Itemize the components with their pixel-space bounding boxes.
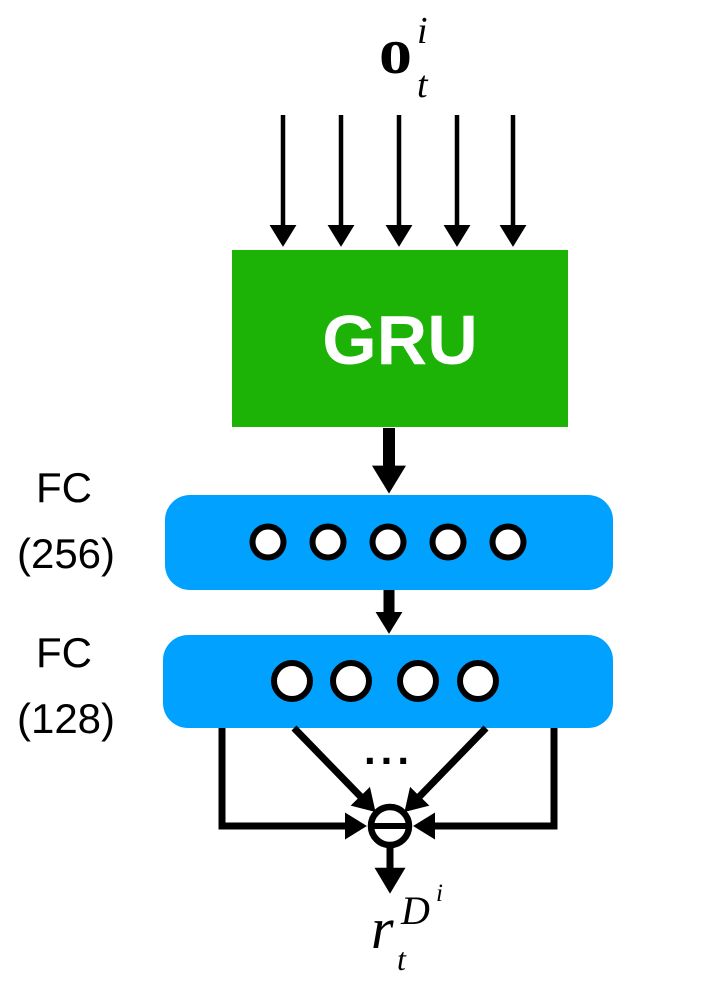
fc2-neuron	[457, 660, 499, 702]
left-diagonal-arrow	[291, 725, 376, 812]
gru-box	[232, 250, 568, 427]
fc2-block	[163, 635, 613, 728]
fan-in-arrows	[218, 725, 558, 840]
gru-label: GRU	[322, 301, 478, 379]
fc2-side-label: FC (128)	[17, 629, 115, 742]
output-symbol-superscript-exponent: i	[436, 880, 443, 907]
output-symbol: r D i t	[371, 880, 443, 977]
fc2-neuron	[271, 660, 313, 702]
fc2-box	[163, 635, 613, 728]
fc2-units-label: (128)	[17, 695, 115, 742]
fc1-units-label: (256)	[17, 530, 115, 577]
gru-block: GRU	[232, 250, 568, 427]
right-outer-collector-arrow	[413, 728, 558, 840]
input-symbol: o i t	[379, 10, 429, 106]
output-symbol-superscript-base: D	[400, 888, 430, 933]
ellipsis-label: ...	[364, 726, 414, 773]
minus-node	[367, 803, 413, 849]
fc1-name-label: FC	[36, 464, 92, 511]
fc1-neuron	[429, 523, 467, 561]
fc1-neuron	[489, 523, 527, 561]
input-arrows	[269, 115, 527, 247]
input-symbol-subscript: t	[417, 64, 429, 106]
fc2-name-label: FC	[36, 629, 92, 676]
input-symbol-superscript: i	[417, 10, 428, 52]
fc1-neuron	[249, 523, 287, 561]
right-diagonal-arrow	[404, 725, 489, 812]
input-symbol-base: o	[379, 15, 412, 88]
fc2-neuron	[330, 660, 372, 702]
fc1-neuron	[309, 523, 347, 561]
fc1-side-label: FC (256)	[17, 464, 115, 577]
output-symbol-base: r	[371, 896, 394, 961]
fc2-neuron	[397, 660, 439, 702]
fc1-block	[165, 495, 613, 590]
left-outer-collector-arrow	[218, 728, 367, 840]
fc1-neuron	[369, 523, 407, 561]
output-symbol-subscript: t	[397, 941, 407, 977]
